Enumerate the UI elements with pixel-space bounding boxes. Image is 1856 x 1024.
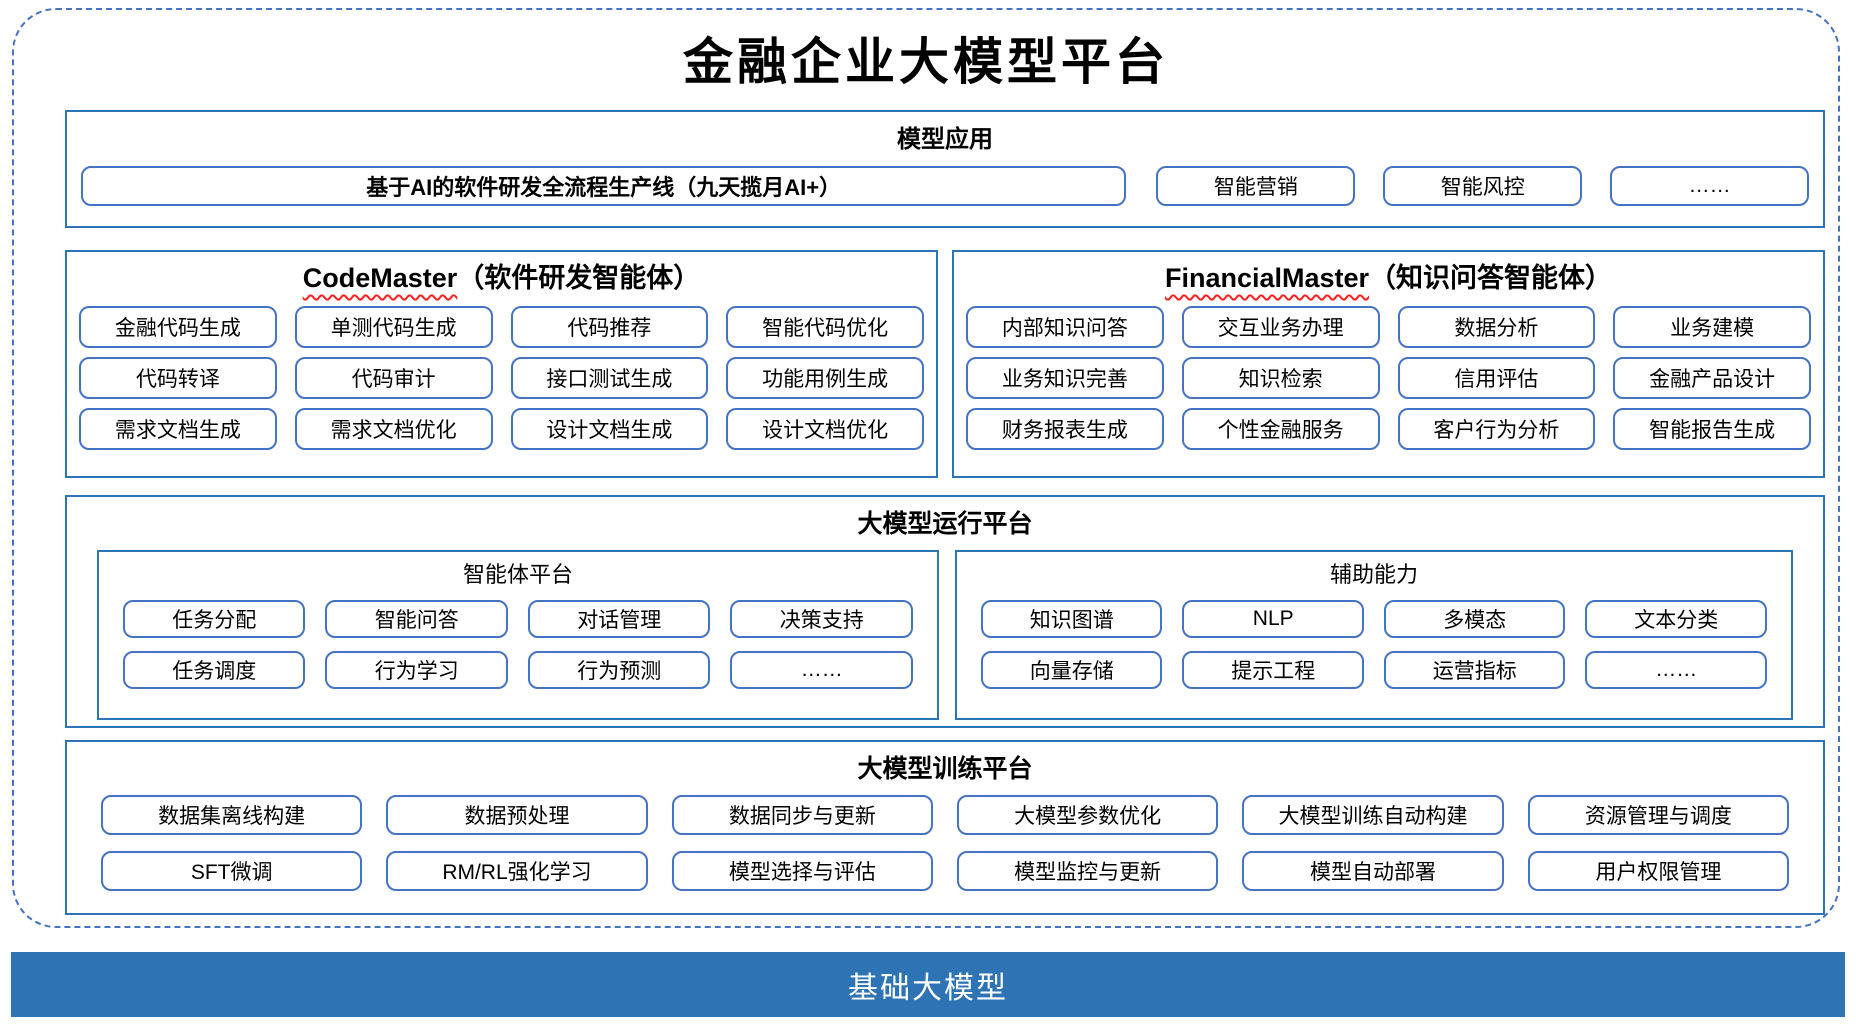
capability-box: 知识图谱 — [980, 600, 1163, 638]
capability-box: SFT微调 — [101, 851, 363, 891]
capability-box: 运营指标 — [1383, 651, 1566, 689]
capability-box: 数据同步与更新 — [671, 795, 933, 835]
financialmaster-title-en: FinancialMaster — [1164, 263, 1370, 293]
section-runtime-platform: 大模型运行平台 智能体平台 任务分配 智能问答 对话管理 决策支持 任务调度 — [65, 495, 1825, 728]
capability-box: 需求文档生成 — [79, 408, 277, 450]
capability-box: 大模型参数优化 — [957, 795, 1219, 835]
section-model-applications: 模型应用 基于AI的软件研发全流程生产线（九天揽月AI+） 智能营销 智能风控 … — [65, 110, 1825, 228]
training-platform-grid: 数据集离线构建 数据预处理 数据同步与更新 大模型参数优化 大模型训练自动构建 … — [67, 785, 1823, 891]
capability-box: 行为学习 — [325, 651, 508, 689]
capability-box: 金融产品设计 — [1613, 357, 1811, 399]
app-box: …… — [1610, 166, 1810, 206]
capability-box: 代码审计 — [294, 357, 493, 399]
capability-box: 业务知识完善 — [966, 357, 1164, 399]
platform-diagram-container: 金融企业大模型平台 模型应用 基于AI的软件研发全流程生产线（九天揽月AI+） … — [12, 8, 1840, 928]
capability-box: 智能报告生成 — [1613, 408, 1811, 450]
capability-box: 内部知识问答 — [966, 306, 1164, 348]
codemaster-title: CodeMaster（软件研发智能体） — [79, 258, 924, 298]
capability-box: 数据分析 — [1397, 306, 1596, 348]
capability-box: 金融代码生成 — [79, 306, 277, 348]
capability-box: 对话管理 — [527, 600, 711, 638]
financialmaster-title-suffix: （知识问答智能体） — [1369, 263, 1613, 293]
capability-box: 接口测试生成 — [510, 357, 709, 399]
capability-box: 知识检索 — [1181, 357, 1380, 399]
capability-box: 文本分类 — [1585, 600, 1767, 638]
capability-box: 智能代码优化 — [726, 306, 924, 348]
capability-box: 个性金融服务 — [1181, 408, 1380, 450]
app-box-ai-pipeline: 基于AI的软件研发全流程生产线（九天揽月AI+） — [81, 166, 1127, 206]
capability-box: NLP — [1182, 600, 1364, 638]
capability-box: 功能用例生成 — [726, 357, 924, 399]
runtime-platform-title: 大模型运行平台 — [857, 510, 1033, 538]
capability-box: 设计文档优化 — [726, 408, 924, 450]
footer-base-model-bar: 基础大模型 — [11, 952, 1845, 1017]
capability-box: 大模型训练自动构建 — [1242, 795, 1504, 835]
app-box: 智能风控 — [1383, 166, 1583, 206]
capability-box: 财务报表生成 — [966, 408, 1164, 450]
capability-box: 任务调度 — [123, 651, 306, 689]
section-training-platform: 大模型训练平台 数据集离线构建 数据预处理 数据同步与更新 大模型参数优化 大模… — [65, 740, 1825, 915]
codemaster-grid: 金融代码生成 单测代码生成 代码推荐 智能代码优化 代码转译 代码审计 接口测试… — [79, 306, 924, 450]
capability-box: 行为预测 — [527, 651, 711, 689]
capability-box: 资源管理与调度 — [1527, 795, 1789, 835]
capability-box: 数据预处理 — [386, 795, 648, 835]
aux-capabilities-title: 辅助能力 — [1329, 562, 1418, 587]
codemaster-title-en: CodeMaster — [302, 263, 458, 293]
capability-box: …… — [1585, 651, 1767, 689]
capability-box: 用户权限管理 — [1527, 851, 1789, 891]
capability-box: 向量存储 — [980, 651, 1163, 689]
capability-box: RM/RL强化学习 — [386, 851, 648, 891]
footer-base-model-label: 基础大模型 — [848, 971, 1008, 1005]
financialmaster-title: FinancialMaster（知识问答智能体） — [966, 258, 1811, 298]
capability-box: 交互业务办理 — [1181, 306, 1380, 348]
capability-box: 模型选择与评估 — [671, 851, 933, 891]
capability-box: 数据集离线构建 — [101, 795, 363, 835]
capability-box: 客户行为分析 — [1397, 408, 1596, 450]
page-title: 金融企业大模型平台 — [683, 32, 1169, 91]
agent-platform-grid: 任务分配 智能问答 对话管理 决策支持 任务调度 行为学习 行为预测 …… — [123, 600, 913, 689]
capability-box: 设计文档生成 — [510, 408, 709, 450]
financialmaster-grid: 内部知识问答 交互业务办理 数据分析 业务建模 业务知识完善 知识检索 信用评估… — [966, 306, 1811, 450]
agent-platform-title: 智能体平台 — [462, 562, 573, 587]
model-applications-items: 智能营销 智能风控 …… — [1156, 166, 1810, 206]
section-codemaster: CodeMaster（软件研发智能体） 金融代码生成 单测代码生成 代码推荐 智… — [65, 250, 938, 478]
capability-box: 代码推荐 — [510, 306, 709, 348]
runtime-row: 智能体平台 任务分配 智能问答 对话管理 决策支持 任务调度 行为学习 — [67, 540, 1823, 720]
capability-box: 决策支持 — [730, 600, 913, 638]
capability-box: 提示工程 — [1182, 651, 1364, 689]
capability-box: 信用评估 — [1397, 357, 1596, 399]
capability-box: 业务建模 — [1613, 306, 1811, 348]
agents-row: CodeMaster（软件研发智能体） 金融代码生成 单测代码生成 代码推荐 智… — [65, 250, 1825, 478]
capability-box: …… — [730, 651, 913, 689]
capability-box: 代码转译 — [79, 357, 277, 399]
capability-box: 单测代码生成 — [294, 306, 493, 348]
subsection-agent-platform: 智能体平台 任务分配 智能问答 对话管理 决策支持 任务调度 行为学习 — [97, 550, 939, 720]
capability-box: 任务分配 — [123, 600, 306, 638]
subsection-aux-capabilities: 辅助能力 知识图谱 NLP 多模态 文本分类 向量存储 提示工程 — [954, 550, 1793, 720]
capability-box: 模型监控与更新 — [957, 851, 1219, 891]
app-box: 智能营销 — [1156, 166, 1356, 206]
training-platform-title: 大模型训练平台 — [857, 755, 1033, 783]
codemaster-title-suffix: （软件研发智能体） — [457, 263, 701, 293]
capability-box: 多模态 — [1383, 600, 1566, 638]
section-financialmaster: FinancialMaster（知识问答智能体） 内部知识问答 交互业务办理 数… — [952, 250, 1825, 478]
model-applications-row: 基于AI的软件研发全流程生产线（九天揽月AI+） 智能营销 智能风控 …… — [67, 154, 1823, 206]
section-model-applications-title: 模型应用 — [897, 126, 993, 153]
aux-capabilities-grid: 知识图谱 NLP 多模态 文本分类 向量存储 提示工程 运营指标 …… — [980, 600, 1767, 689]
capability-box: 智能问答 — [325, 600, 508, 638]
capability-box: 模型自动部署 — [1242, 851, 1504, 891]
capability-box: 需求文档优化 — [294, 408, 493, 450]
